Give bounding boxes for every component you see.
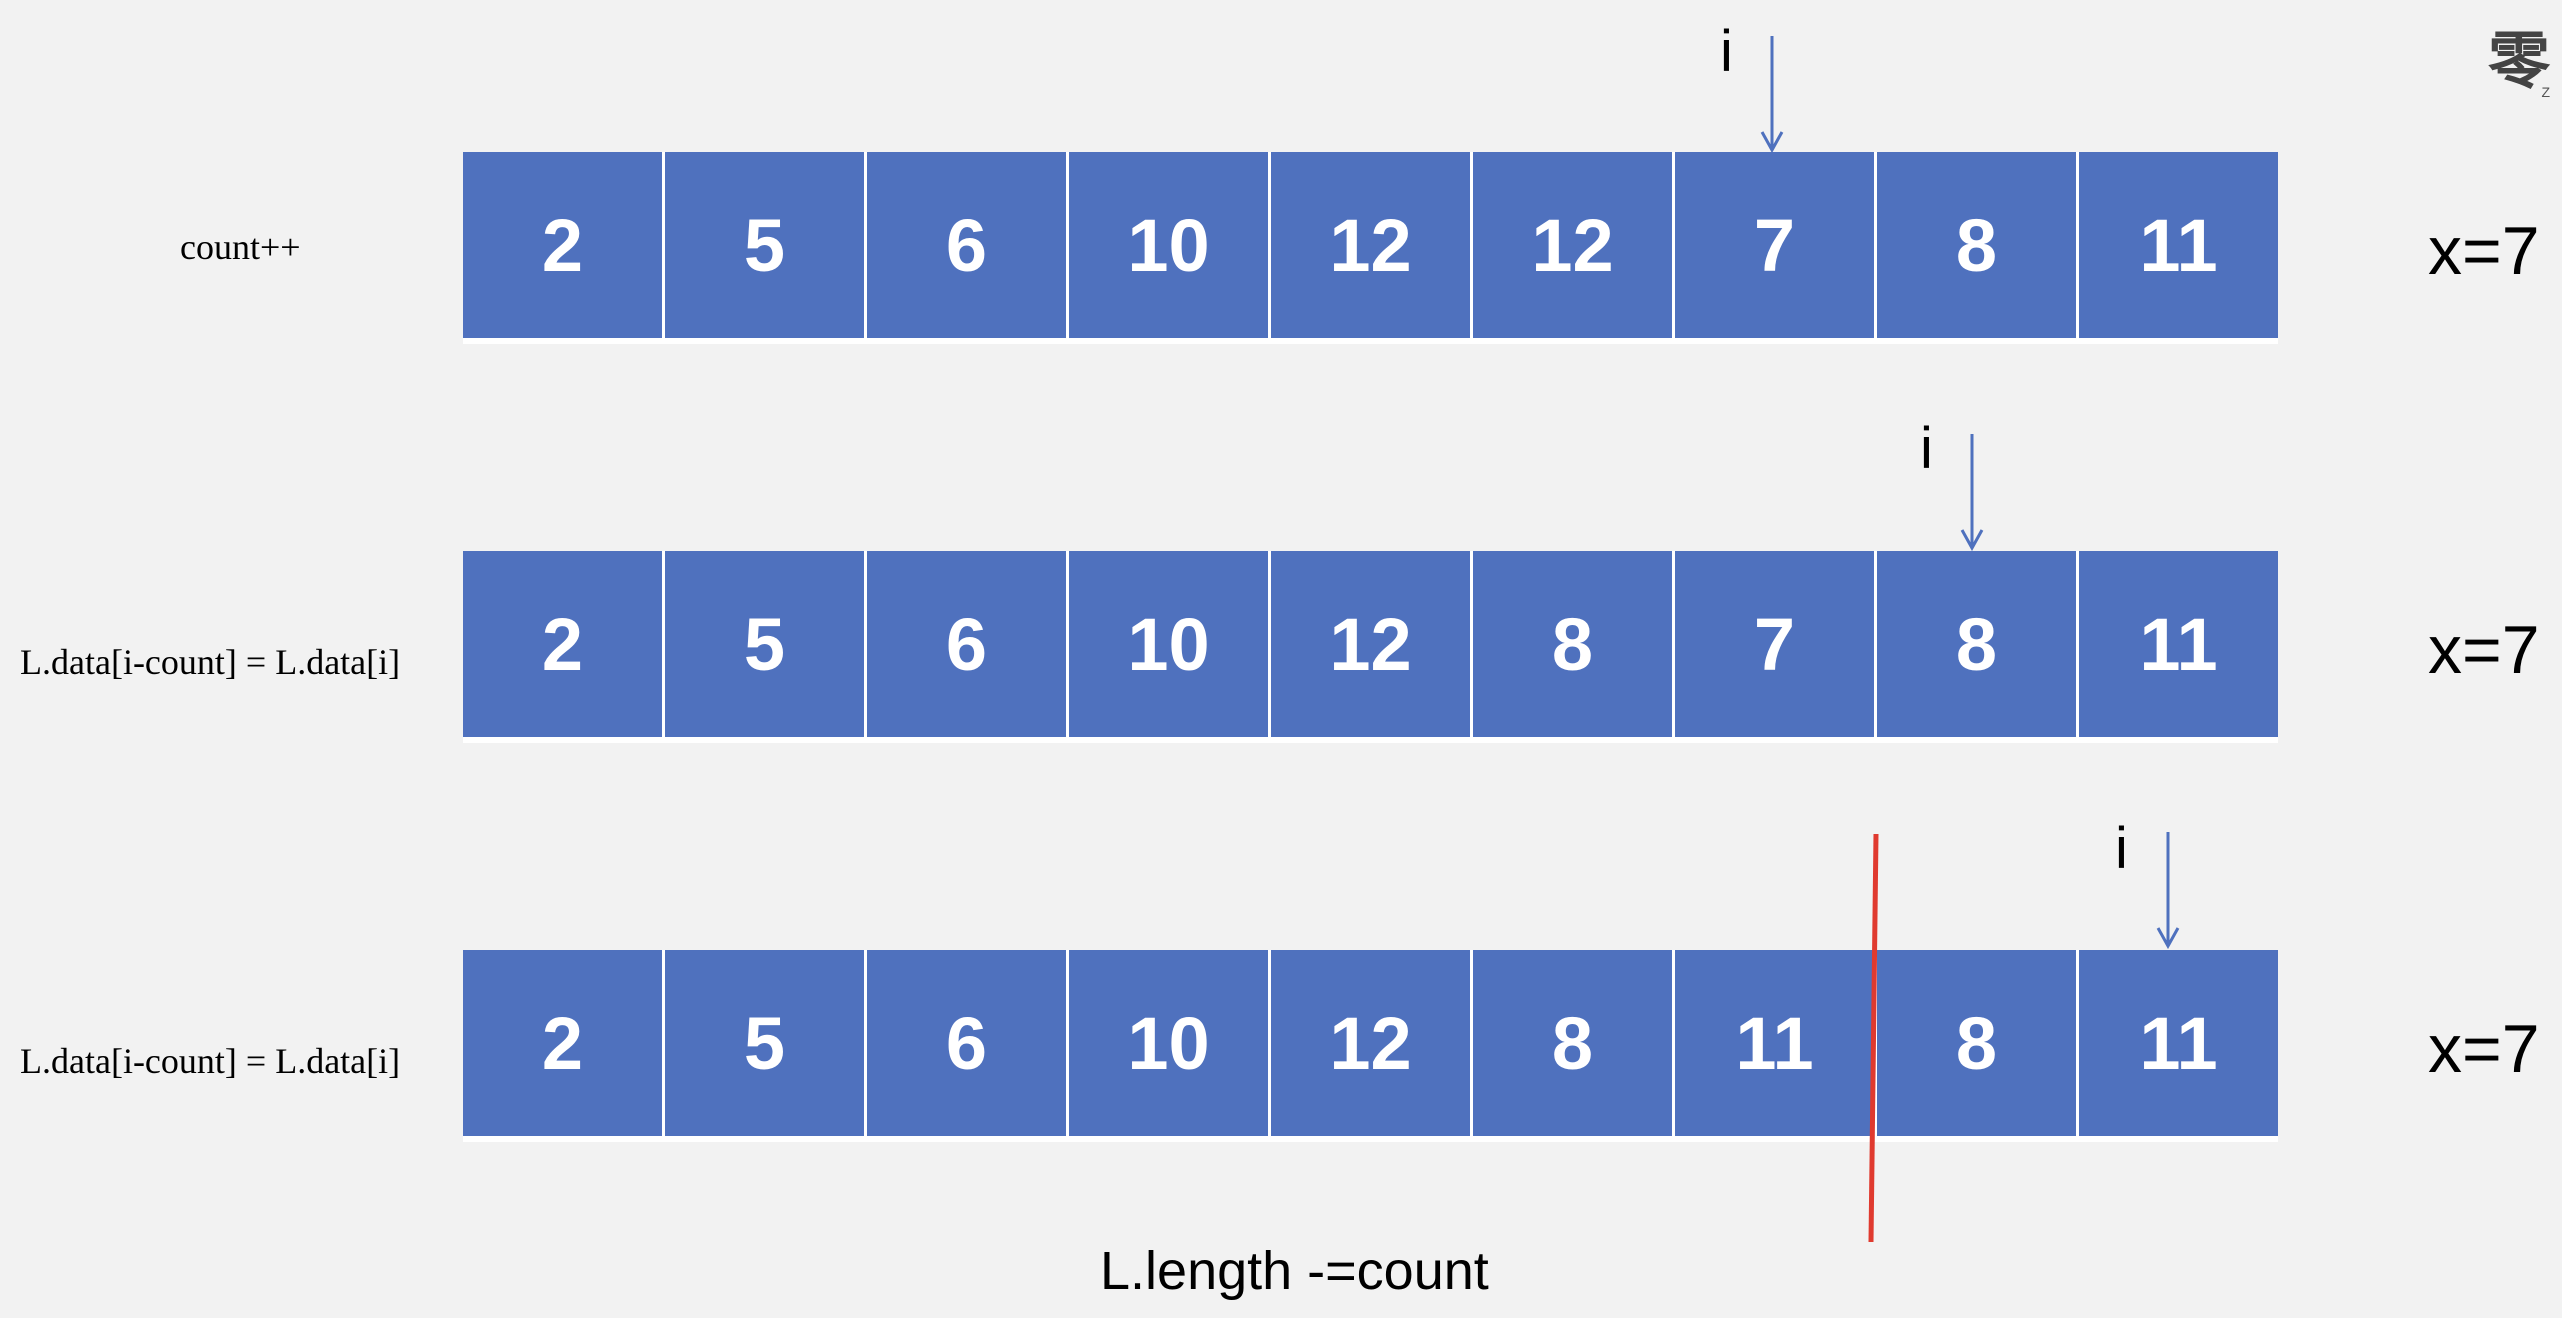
step-row-3: L.data[i-count] = L.data[i] 2 5 6 10 12 …: [0, 950, 2562, 1150]
array-cell: 7: [1675, 152, 1877, 338]
array-cell: 11: [1675, 950, 1877, 1136]
operation-label: count++: [180, 227, 301, 267]
down-arrow-icon: [2156, 832, 2180, 950]
step-row-1: count++ 2 5 6 10 12 12 7 8 11 x=7: [0, 152, 2562, 352]
array-cell: 5: [665, 950, 867, 1136]
watermark-subtext: Z: [2541, 84, 2554, 100]
array-cell: 8: [1877, 152, 2079, 338]
x-value-label: x=7: [2428, 213, 2540, 289]
array: 2 5 6 10 12 12 7 8 11: [463, 152, 2278, 344]
down-arrow-icon: [1760, 36, 1784, 154]
array-cell: 8: [1473, 551, 1675, 737]
x-value-label: x=7: [2428, 1011, 2540, 1087]
operation-label: L.data[i-count] = L.data[i]: [20, 642, 401, 682]
array-cell: 5: [665, 152, 867, 338]
pointer-label: i: [1720, 19, 1733, 84]
array-cell: 11: [2079, 551, 2278, 737]
array-cell: 12: [1473, 152, 1675, 338]
pointer-label: i: [2115, 816, 2128, 881]
array-cell: 8: [1877, 551, 2079, 737]
array-cell: 10: [1069, 950, 1271, 1136]
x-value-label: x=7: [2428, 612, 2540, 688]
array-cell: 5: [665, 551, 867, 737]
array-cell: 7: [1675, 551, 1877, 737]
array-cell: 12: [1271, 152, 1473, 338]
array-cell: 11: [2079, 152, 2278, 338]
array-cell: 2: [463, 950, 665, 1136]
operation-label: L.data[i-count] = L.data[i]: [20, 1041, 401, 1081]
array-cell: 2: [463, 152, 665, 338]
array-cell: 11: [2079, 950, 2278, 1136]
array-cell: 8: [1877, 950, 2079, 1136]
array: 2 5 6 10 12 8 11 8 11: [463, 950, 2278, 1142]
array-cell: 10: [1069, 551, 1271, 737]
array-cell: 2: [463, 551, 665, 737]
array-cell: 12: [1271, 551, 1473, 737]
array-cell: 6: [867, 551, 1069, 737]
down-arrow-icon: [1960, 434, 1984, 552]
array: 2 5 6 10 12 8 7 8 11: [463, 551, 2278, 743]
step-row-2: L.data[i-count] = L.data[i] 2 5 6 10 12 …: [0, 551, 2562, 751]
pointer-label: i: [1920, 416, 1933, 481]
array-cell: 6: [867, 950, 1069, 1136]
array-cell: 10: [1069, 152, 1271, 338]
array-cell: 6: [867, 152, 1069, 338]
array-cell: 8: [1473, 950, 1675, 1136]
footer-statement: L.length -=count: [1100, 1241, 1489, 1301]
array-cell: 12: [1271, 950, 1473, 1136]
watermark-logo: 零: [2487, 24, 2550, 97]
